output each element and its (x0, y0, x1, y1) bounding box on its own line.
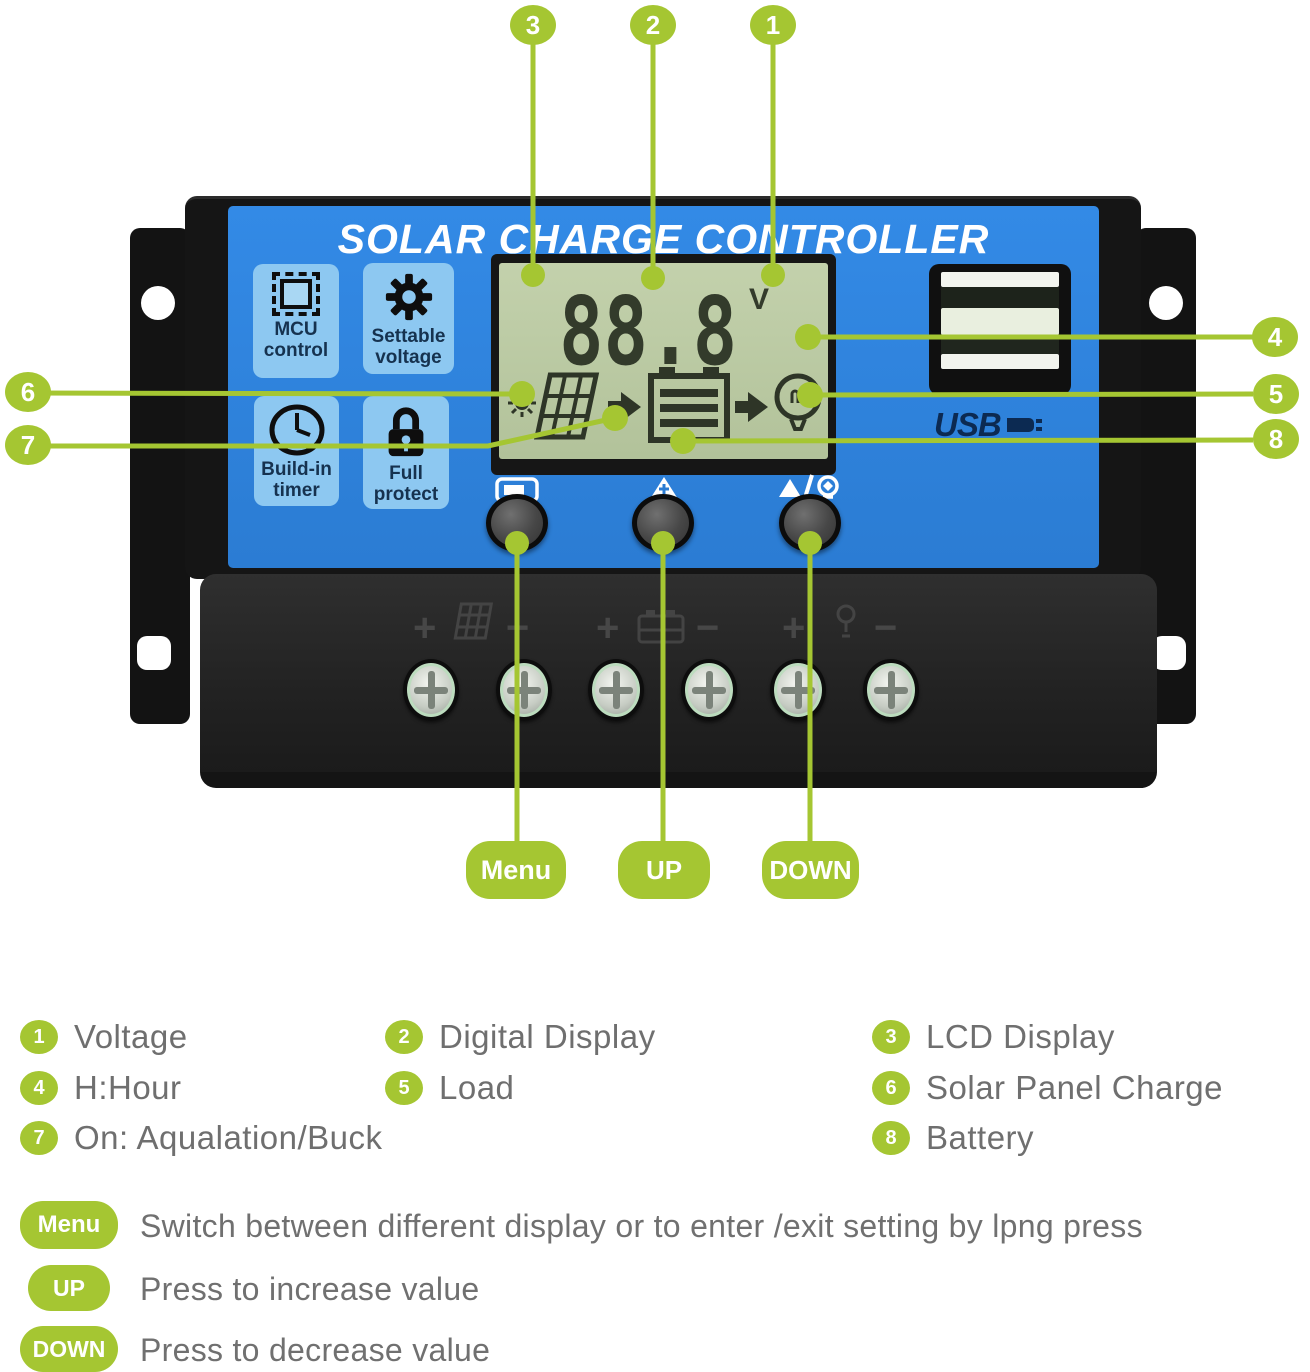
terminal-screw-pv-plus[interactable] (403, 659, 459, 721)
callout-2: 2 (630, 5, 676, 45)
usb-tongue (941, 354, 1059, 369)
legend-battery: 8 Battery (872, 1119, 1034, 1157)
legend-on-aqualation-buck: 7 On: Aqualation/Buck (20, 1119, 383, 1157)
mounting-ear-left (130, 228, 190, 724)
terminal-screw-load-plus[interactable] (770, 659, 826, 721)
minus-sign: − (696, 606, 720, 650)
up-description: Press to increase value (140, 1271, 480, 1307)
clock-icon (269, 404, 324, 456)
callout-7: 7 (5, 425, 51, 465)
legend-h-hour: 4 H:Hour (20, 1069, 182, 1107)
legend-lcd-display: 3 LCD Display (872, 1018, 1115, 1056)
feature-settable-voltage: Settable voltage (363, 263, 454, 374)
battery-icon (648, 367, 730, 443)
terminal-screw-pv-minus[interactable] (496, 659, 552, 721)
solar-panel-terminal-icon (453, 602, 494, 640)
battery-terminal-icon (637, 610, 685, 644)
sun-icon (508, 389, 536, 417)
mounting-slot (1152, 636, 1186, 670)
up-key-pill: UP (28, 1265, 110, 1311)
up-button[interactable] (632, 494, 694, 552)
down-button[interactable] (779, 494, 841, 552)
minus-sign: − (506, 606, 530, 650)
legend-num: 7 (20, 1121, 58, 1155)
callout-6: 6 (5, 372, 51, 412)
bulb-icon (774, 373, 822, 431)
legend-num: 3 (872, 1020, 910, 1054)
usb-divider (941, 308, 1059, 335)
callout-3: 3 (510, 5, 556, 45)
legend-voltage: 1 Voltage (20, 1018, 188, 1056)
legend-num: 8 (872, 1121, 910, 1155)
chip-icon (272, 272, 320, 316)
gear-icon (385, 273, 432, 321)
usb-tongue (941, 272, 1059, 287)
usb-slot (941, 287, 1059, 308)
legend-load: 5 Load (385, 1069, 514, 1107)
legend-num: 6 (872, 1071, 910, 1105)
feature-build-in-timer: Build-in timer (254, 396, 339, 506)
legend-label: Voltage (74, 1018, 188, 1055)
legend-label: Solar Panel Charge (926, 1069, 1224, 1106)
feature-label: Build-in timer (261, 459, 332, 501)
callout-4: 4 (1252, 317, 1298, 357)
feature-full-protect: Full protect (363, 396, 449, 509)
plus-sign: + (596, 606, 620, 650)
menu-description: Switch between different display or to e… (140, 1208, 1143, 1244)
down-pill: DOWN (762, 841, 859, 899)
menu-button[interactable] (486, 494, 548, 552)
up-pill: UP (618, 841, 710, 899)
legend-label: H:Hour (74, 1069, 182, 1106)
plus-sign: + (782, 606, 806, 650)
lcd-flow-icons (508, 367, 822, 443)
solar-panel-icon (533, 372, 600, 440)
legend-label: Load (439, 1069, 515, 1106)
arrow-icon (735, 392, 768, 422)
terminal-block (200, 574, 1157, 788)
usb-logo: USB (934, 404, 1045, 446)
mounting-hole (141, 286, 175, 320)
feature-label: MCU control (263, 319, 329, 361)
legend-num: 2 (385, 1020, 423, 1054)
feature-label: Full protect (373, 463, 439, 505)
mounting-hole (1149, 286, 1183, 320)
callout-8: 8 (1253, 419, 1299, 459)
menu-pill: Menu (466, 841, 566, 899)
minus-sign: − (874, 606, 898, 650)
callout-1: 1 (750, 5, 796, 45)
down-key-pill: DOWN (20, 1326, 118, 1372)
mounting-slot (137, 636, 171, 670)
usb-plug-icon (1006, 418, 1042, 432)
legend-num: 4 (20, 1071, 58, 1105)
legend-digital-display: 2 Digital Display (385, 1018, 656, 1056)
terminal-screw-battery-plus[interactable] (588, 659, 644, 721)
legend-num: 1 (20, 1020, 58, 1054)
feature-mcu-control: MCU control (253, 264, 339, 378)
lcd-display: 88.8 V (499, 263, 828, 459)
lock-icon (388, 407, 424, 457)
lcd-voltage-unit: V (749, 283, 770, 316)
plus-sign: + (413, 606, 437, 650)
menu-key-pill: Menu (20, 1201, 118, 1249)
terminal-screw-load-minus[interactable] (863, 659, 919, 721)
feature-label: Settable voltage (371, 326, 446, 368)
legend-label: Digital Display (439, 1018, 656, 1055)
up-arrow-icon (650, 477, 678, 499)
usb-slot (941, 335, 1059, 354)
legend-label: LCD Display (926, 1018, 1115, 1055)
callout-5: 5 (1253, 374, 1299, 414)
legend-label: On: Aqualation/Buck (74, 1119, 383, 1156)
legend-solar-panel-charge: 6 Solar Panel Charge (872, 1069, 1223, 1107)
usb-logo-text: USB (934, 406, 1002, 443)
legend-num: 5 (385, 1071, 423, 1105)
down-lamp-icon (779, 474, 839, 502)
terminal-screw-battery-minus[interactable] (681, 659, 737, 721)
dual-usb-port (929, 264, 1071, 395)
down-description: Press to decrease value (140, 1332, 491, 1368)
lcd-bezel: 88.8 V (491, 254, 836, 475)
legend-label: Battery (926, 1119, 1035, 1156)
arrow-icon (608, 392, 641, 422)
lamp-terminal-icon (836, 604, 856, 638)
